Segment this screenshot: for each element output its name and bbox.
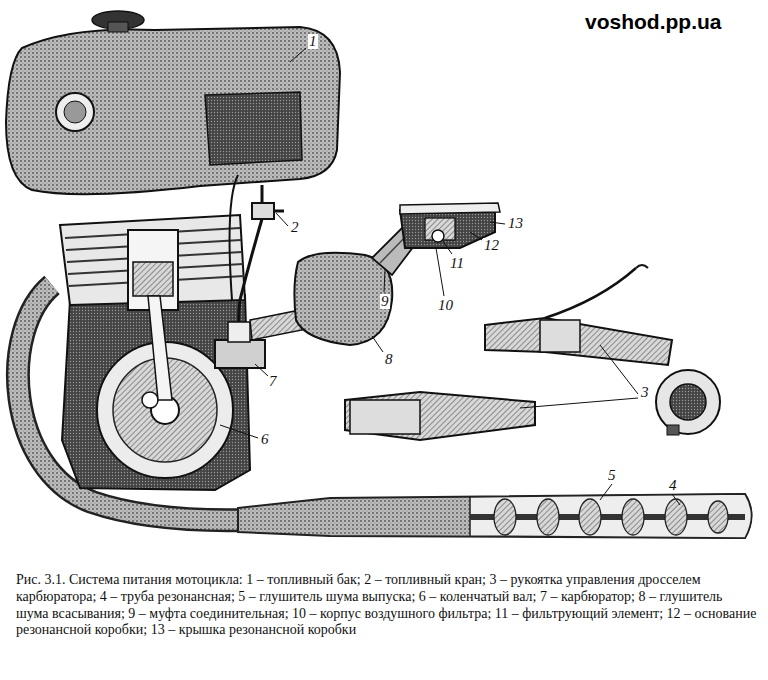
drawing-part [230,175,238,300]
drawing-part [545,268,636,318]
callout-number: 8 [384,352,394,367]
callout-number: 5 [607,468,617,483]
drawing-part [64,101,86,123]
drawing-part [667,425,679,435]
drawing-part [276,213,288,226]
drawing-part [579,499,601,535]
drawing-part [62,295,250,490]
callout-number: 6 [260,432,270,447]
exhaust-muffler [238,494,752,538]
leader-lines [220,48,680,505]
drawing-part [600,345,638,394]
fuel-tank [6,11,340,194]
drawing-part [537,499,559,535]
drawing-part [294,253,392,345]
drawing-part [220,425,258,438]
throttle-grip [345,265,720,440]
drawing-part [274,210,284,213]
carburetor [215,310,302,368]
figure-caption: Рис. 3.1. Система питания мотоцикла: 1 –… [16,572,758,639]
drawing-part [56,93,94,131]
drawing-part [384,270,385,292]
drawing-part [350,400,420,434]
drawing-part [708,501,728,533]
drawing-part [470,232,482,240]
engine-crankcase [62,295,250,490]
drawing-part [656,370,720,434]
intake-silencer [294,225,420,345]
drawing-part [108,22,128,32]
drawing-part [470,494,752,538]
drawing-part [250,310,302,340]
drawing-part [400,203,500,214]
callout-number: 10 [437,298,454,313]
drawing-part [494,499,728,535]
drawing-part [215,340,265,368]
watermark: voshod.pp.ua [585,10,722,34]
drawing-part [485,318,672,365]
callout-number: 12 [483,238,500,253]
drawing-part [228,322,250,342]
drawing-part [372,336,383,352]
callout-number: 2 [290,220,300,235]
callout-number: 3 [640,385,650,400]
drawing-part [636,265,648,268]
drawing-part [142,392,158,408]
drawing-part [345,392,535,440]
drawing-part [490,222,505,224]
engine-cylinder [60,215,245,400]
drawing-part [494,499,516,535]
drawing-part [252,203,274,219]
drawing-part [670,384,706,420]
drawing-part [148,296,172,400]
drawing-part [255,364,268,376]
drawing-part [238,494,752,538]
callout-number: 13 [507,216,524,231]
drawing-part [600,484,612,500]
callout-number: 1 [308,34,318,49]
drawing-part [6,27,340,194]
drawing-part [672,494,680,505]
drawing-part [665,499,687,535]
drawing-part [540,320,580,352]
callout-number: 11 [449,256,465,271]
callout-number: 4 [668,478,678,493]
drawing-part [205,92,302,165]
drawing-part [133,262,173,296]
drawing-part [520,398,638,408]
drawing-part [290,48,306,62]
callout-number: 7 [268,374,278,389]
drawing-part [622,499,644,535]
callout-number: 9 [380,294,390,309]
drawing-part [436,248,444,296]
drawing-part [442,240,452,254]
